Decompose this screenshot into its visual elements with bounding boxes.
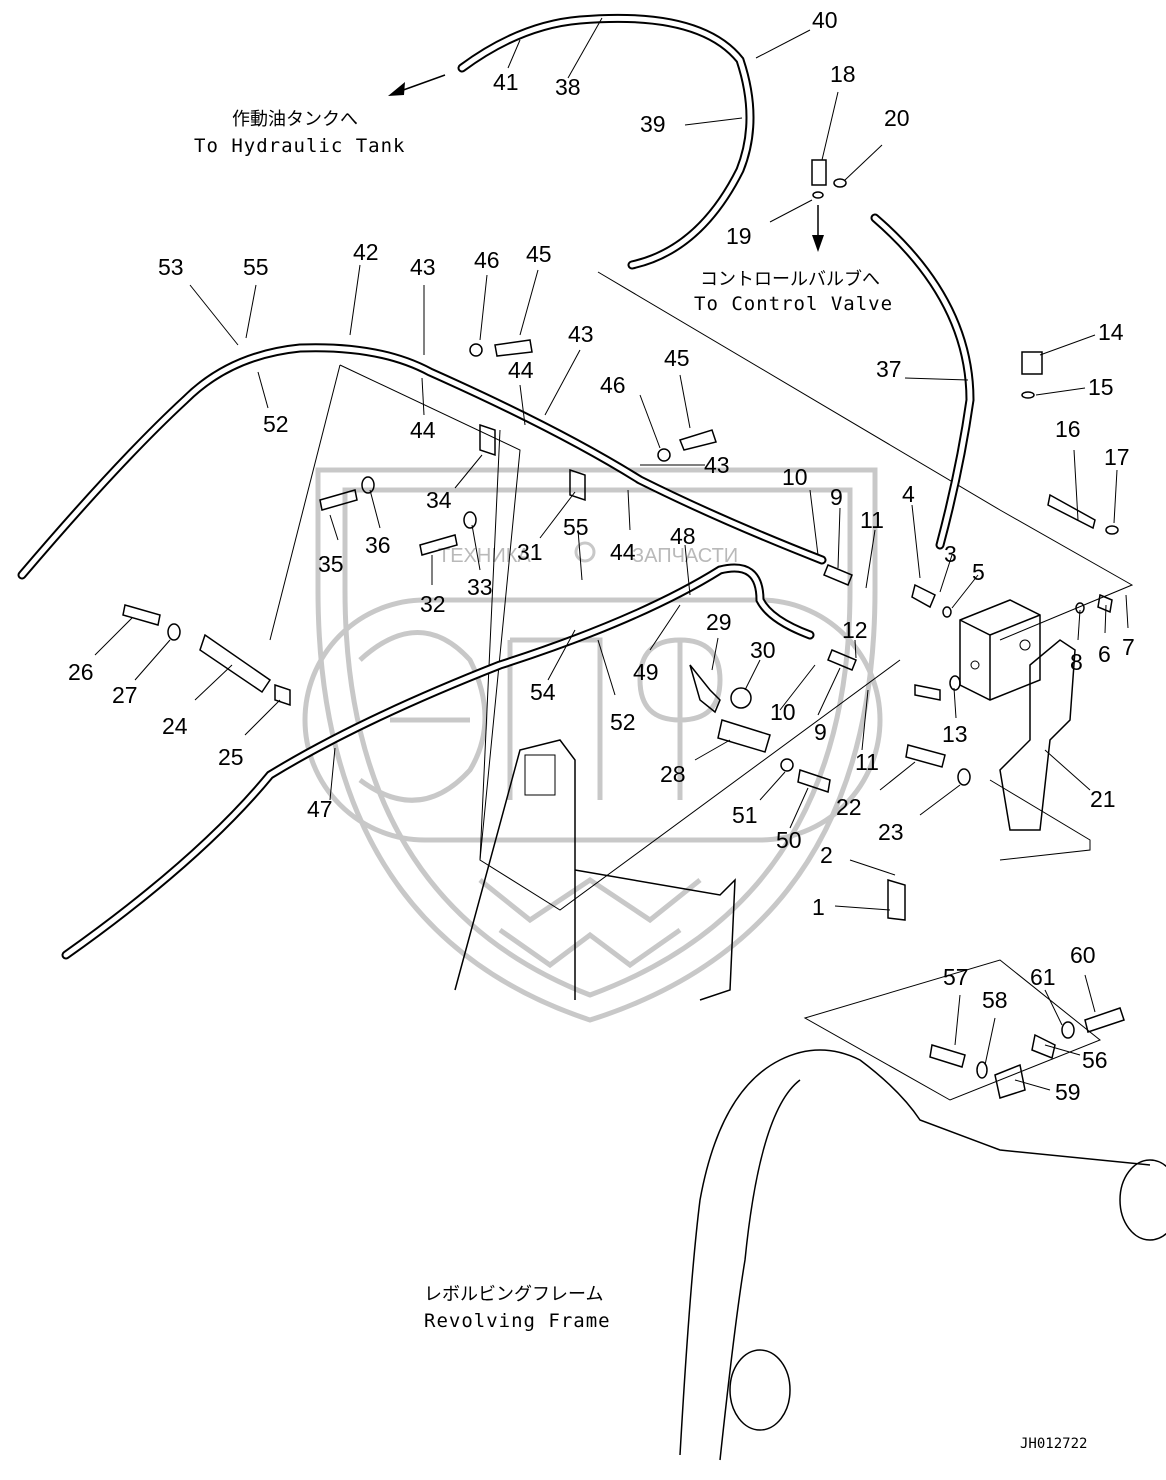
callout-44-a[interactable]: 44	[410, 417, 436, 443]
callout-16[interactable]: 16	[1055, 416, 1081, 442]
callout-38[interactable]: 38	[555, 74, 581, 100]
bracket-21	[999, 639, 1076, 831]
notes: 作動油タンクへ To Hydraulic Tank コントロールバルブへ To …	[194, 109, 1087, 1452]
callout-3[interactable]: 3	[944, 541, 957, 567]
hose-39	[457, 13, 755, 270]
callout-55-top[interactable]: 55	[243, 254, 269, 280]
callout-5[interactable]: 5	[972, 559, 985, 585]
callout-44-b[interactable]: 44	[508, 357, 534, 383]
callout-45-a[interactable]: 45	[526, 241, 552, 267]
callout-21[interactable]: 21	[1090, 786, 1116, 812]
drawing-id: JH012722	[1020, 1436, 1087, 1452]
callout-26[interactable]: 26	[68, 659, 94, 685]
callout-22[interactable]: 22	[836, 794, 862, 820]
callout-52-a[interactable]: 52	[263, 411, 289, 437]
callout-57[interactable]: 57	[943, 964, 969, 990]
revolving-frame	[679, 1049, 1166, 1461]
callout-27[interactable]: 27	[112, 682, 138, 708]
callout-12[interactable]: 12	[842, 617, 868, 643]
note-control-valve-jp: コントロールバルブへ	[700, 268, 880, 290]
callout-4[interactable]: 4	[902, 481, 915, 507]
callout-52-b[interactable]: 52	[610, 709, 636, 735]
callout-48[interactable]: 48	[670, 523, 696, 549]
callout-51[interactable]: 51	[732, 802, 758, 828]
callout-28[interactable]: 28	[660, 761, 686, 787]
callout-17[interactable]: 17	[1104, 444, 1130, 470]
callout-46-b[interactable]: 46	[600, 372, 626, 398]
callout-49[interactable]: 49	[633, 659, 659, 685]
callout-56[interactable]: 56	[1082, 1047, 1108, 1073]
callout-10-b[interactable]: 10	[770, 699, 796, 725]
small-parts	[122, 159, 1125, 1099]
callout-53[interactable]: 53	[158, 254, 184, 280]
watermark-left-text: ТЕХНИКА	[438, 545, 531, 567]
callout-29[interactable]: 29	[706, 609, 732, 635]
callout-43-a[interactable]: 43	[410, 254, 436, 280]
callout-39[interactable]: 39	[640, 111, 666, 137]
callout-9-a[interactable]: 9	[830, 484, 843, 510]
callout-9-b[interactable]: 9	[814, 719, 827, 745]
callout-47[interactable]: 47	[307, 796, 333, 822]
callout-54[interactable]: 54	[530, 679, 556, 705]
valve-block	[959, 599, 1041, 701]
callout-23[interactable]: 23	[878, 819, 904, 845]
hose-47	[61, 563, 815, 960]
callout-19[interactable]: 19	[726, 223, 752, 249]
hose-37	[870, 213, 975, 550]
watermark: ТЕХНИКА ЗАПЧАСТИ	[302, 467, 883, 1023]
callout-1[interactable]: 1	[812, 894, 825, 920]
note-revolving-frame-jp: レボルビングフレーム	[424, 1284, 603, 1305]
leader-lines	[94, 17, 1129, 1091]
callout-46-a[interactable]: 46	[474, 247, 500, 273]
callouts: 40 41 38 39 18 20 19 53 55 42 43 46 45 5…	[68, 7, 1135, 1105]
callout-11-a[interactable]: 11	[860, 507, 884, 533]
callout-36[interactable]: 36	[365, 532, 391, 558]
callout-15[interactable]: 15	[1088, 374, 1114, 400]
note-control-valve-en: To Control Valve	[694, 293, 893, 315]
callout-35[interactable]: 35	[318, 551, 344, 577]
callout-42[interactable]: 42	[353, 239, 379, 265]
callout-31[interactable]: 31	[517, 539, 543, 565]
callout-14[interactable]: 14	[1098, 319, 1124, 345]
hose-42	[17, 343, 827, 580]
callout-20[interactable]: 20	[884, 105, 910, 131]
callout-50[interactable]: 50	[776, 827, 802, 853]
callout-59[interactable]: 59	[1055, 1079, 1081, 1105]
watermark-right-text: ЗАПЧАСТИ	[632, 545, 738, 567]
callout-32[interactable]: 32	[420, 591, 446, 617]
note-revolving-frame-en: Revolving Frame	[424, 1310, 611, 1332]
flow-arrows	[388, 74, 824, 252]
callout-25[interactable]: 25	[218, 744, 244, 770]
group-frames	[269, 271, 1134, 1101]
callout-40[interactable]: 40	[812, 7, 838, 33]
callout-60[interactable]: 60	[1070, 942, 1096, 968]
callout-30[interactable]: 30	[750, 637, 776, 663]
mount-frame	[454, 739, 736, 1001]
callout-2[interactable]: 2	[820, 842, 833, 868]
callout-6[interactable]: 6	[1098, 641, 1111, 667]
callout-24[interactable]: 24	[162, 713, 188, 739]
callout-7[interactable]: 7	[1122, 634, 1135, 660]
note-hydraulic-tank-en: To Hydraulic Tank	[194, 135, 405, 157]
callout-11-b[interactable]: 11	[855, 749, 879, 775]
callout-34[interactable]: 34	[426, 487, 452, 513]
callout-8[interactable]: 8	[1070, 649, 1083, 675]
callout-45-b[interactable]: 45	[664, 345, 690, 371]
callout-13[interactable]: 13	[942, 721, 968, 747]
callout-37[interactable]: 37	[876, 356, 902, 382]
callout-18[interactable]: 18	[830, 61, 856, 87]
callout-33[interactable]: 33	[467, 574, 493, 600]
callout-55-mid[interactable]: 55	[563, 514, 589, 540]
callout-58[interactable]: 58	[982, 987, 1008, 1013]
note-hydraulic-tank-jp: 作動油タンクへ	[232, 109, 358, 130]
callout-61[interactable]: 61	[1030, 964, 1056, 990]
callout-43-c[interactable]: 43	[704, 452, 730, 478]
callout-41[interactable]: 41	[493, 69, 519, 95]
callout-43-b[interactable]: 43	[568, 321, 594, 347]
callout-44-c[interactable]: 44	[610, 539, 636, 565]
callout-10-a[interactable]: 10	[782, 464, 808, 490]
